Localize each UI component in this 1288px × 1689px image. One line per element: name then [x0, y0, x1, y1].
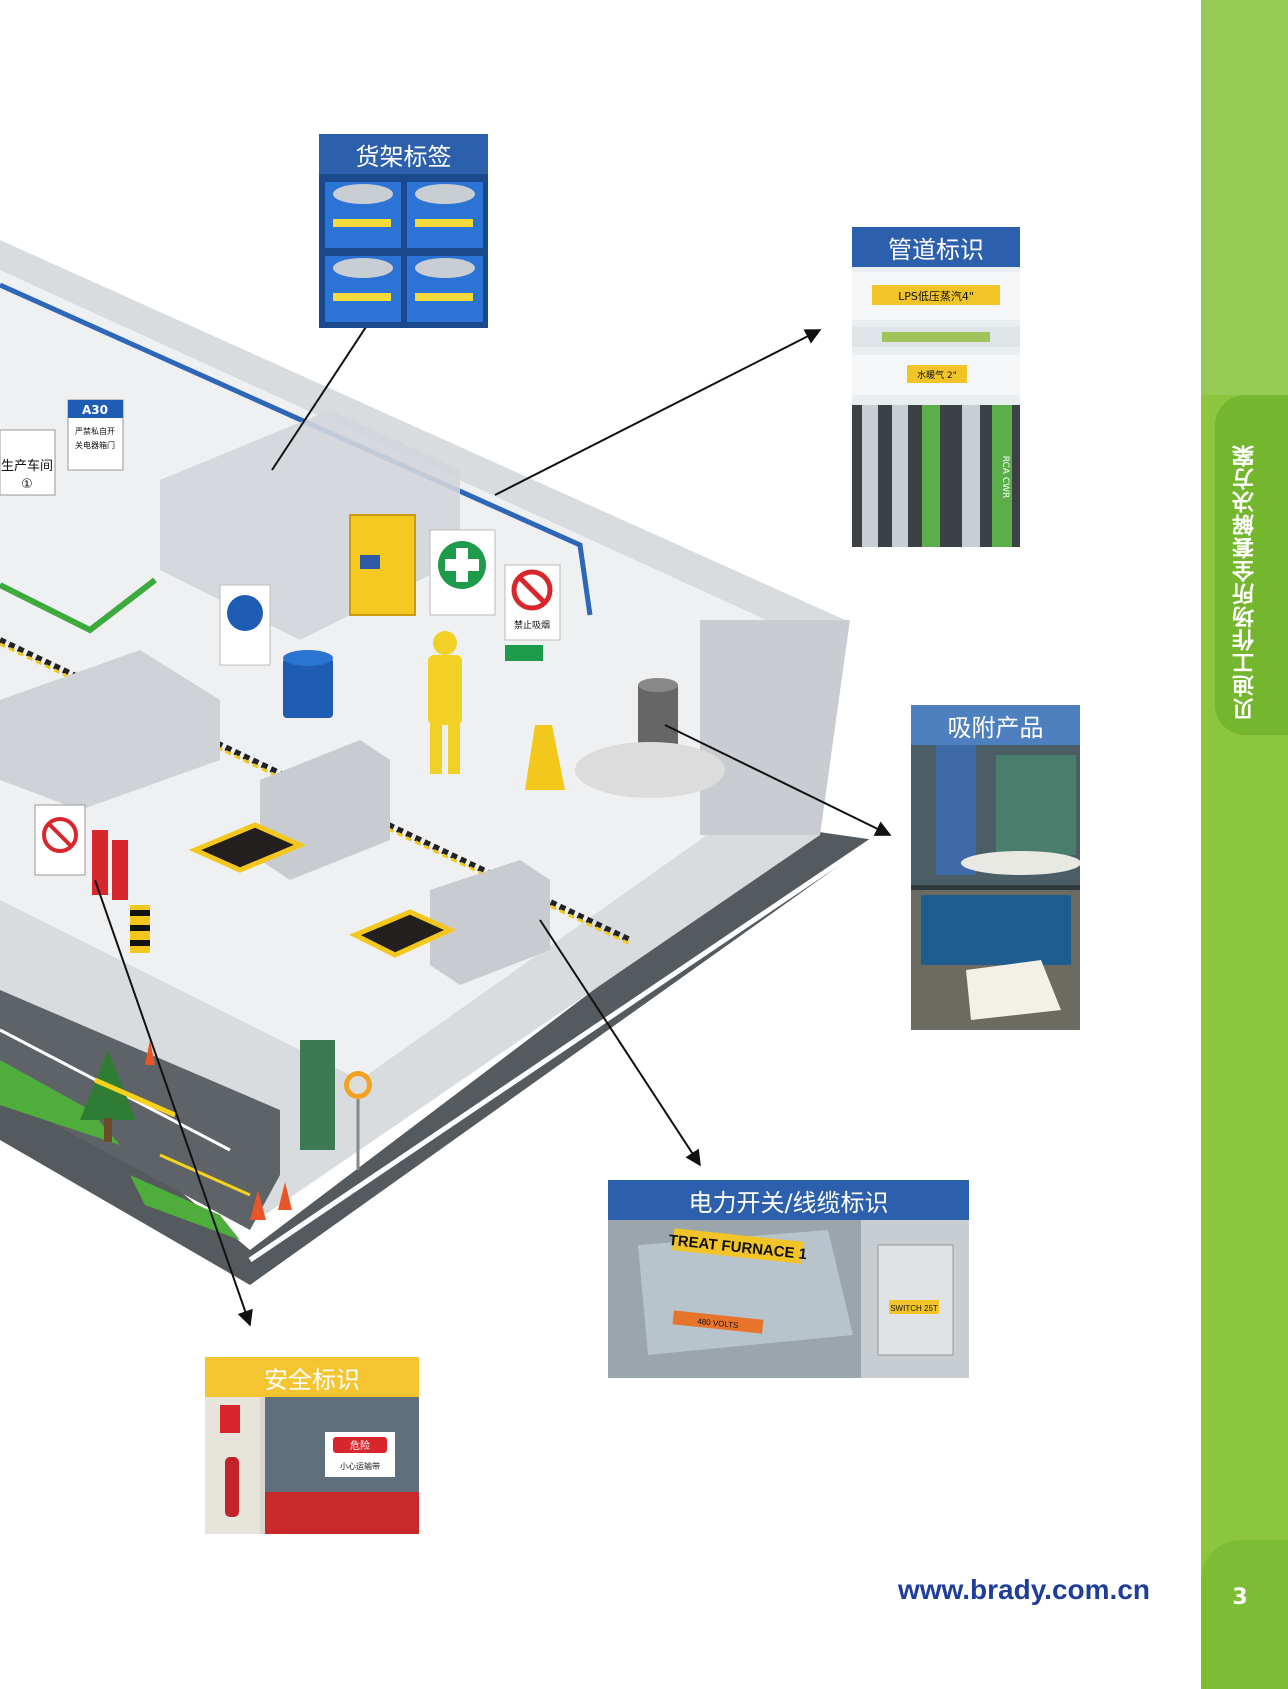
absorbent-photo [911, 745, 1080, 1030]
page-number: 3 [1232, 1585, 1248, 1610]
svg-text:RCA CWR: RCA CWR [1000, 456, 1010, 499]
arrow-electric [539, 919, 701, 1167]
parking-area [0, 990, 280, 1230]
sidebar-title: 贝迪工作场所全套解决方案 [1233, 444, 1258, 720]
callout-pipe-title: 管道标识 [852, 227, 1020, 267]
sidebar-tab [1215, 395, 1288, 735]
callout-safety-signs: 安全标识 危险 小心运输带 [205, 1357, 419, 1534]
svg-text:水暖气 2": 水暖气 2" [917, 369, 957, 381]
svg-text:SWITCH 25T: SWITCH 25T [890, 1304, 938, 1313]
svg-text:A30: A30 [82, 403, 108, 417]
shelf-bins-photo [319, 174, 488, 328]
callout-electrical-markers: 电力开关/线缆标识 TREAT FURNACE 1 480 VOLTS SWIT… [608, 1180, 969, 1378]
svg-text:生产车间: 生产车间 [1, 458, 53, 474]
callout-safety-title: 安全标识 [205, 1357, 419, 1397]
callout-absorb-title: 吸附产品 [911, 705, 1080, 745]
factory-illustration: 禁止吸烟 生产车间 ① A30 严禁私自开 关电器箱门 [0, 240, 892, 1327]
svg-text:关电器箱门: 关电器箱门 [75, 440, 115, 450]
safety-photo: 危险 小心运输带 [205, 1397, 419, 1534]
callout-shelf-title: 货架标签 [319, 134, 488, 174]
pipe-markers-photo: LPS低压蒸汽4" 水暖气 2" RCA CWR [852, 267, 1020, 547]
callout-shelf-labels: 货架标签 [319, 134, 488, 328]
svg-text:LPS低压蒸汽4": LPS低压蒸汽4" [898, 289, 974, 303]
sidebar-light-band [1201, 0, 1288, 395]
sidebar-bottom-tab [1201, 1540, 1288, 1689]
blue-drum [283, 658, 333, 718]
yellow-cabinet [349, 514, 416, 616]
arrow-pipe [494, 329, 822, 496]
svg-text:小心运输带: 小心运输带 [340, 1461, 380, 1471]
svg-text:严禁私自开: 严禁私自开 [75, 426, 115, 436]
callout-electric-title: 电力开关/线缆标识 [608, 1180, 969, 1220]
svg-text:危险: 危险 [350, 1439, 370, 1452]
svg-text:①: ① [21, 477, 33, 492]
svg-text:480 VOLTS: 480 VOLTS [697, 1317, 739, 1330]
website-link[interactable]: www.brady.com.cn [897, 1574, 1150, 1605]
svg-text:禁止吸烟: 禁止吸烟 [514, 619, 550, 631]
callout-pipe-markers: 管道标识 LPS低压蒸汽4" 水暖气 2" RCA CWR [852, 227, 1020, 547]
electrical-photo: TREAT FURNACE 1 480 VOLTS SWITCH 25T [608, 1220, 969, 1378]
arrow-absorb [664, 724, 892, 836]
callout-absorbent-products: 吸附产品 [911, 705, 1080, 1030]
sidebar [1201, 0, 1288, 1689]
arrow-safety [94, 879, 253, 1327]
pipe-line [0, 282, 593, 616]
